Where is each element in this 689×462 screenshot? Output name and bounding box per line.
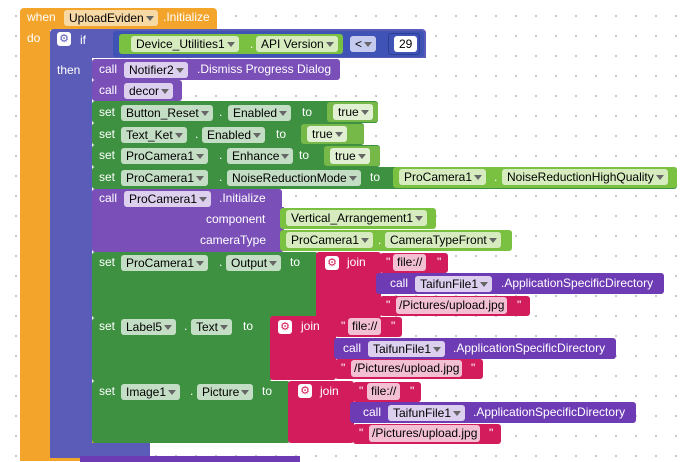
notifier-component-dropdown[interactable]: Notifier2 (124, 62, 188, 78)
enabled-property-dropdown[interactable]: Enabled (202, 127, 266, 143)
set-label: set (99, 127, 116, 141)
component-arg-label: component (206, 212, 266, 226)
string-path-value[interactable]: /Pictures/upload.jpg (396, 297, 508, 314)
api-version-dropdown[interactable]: API Version (256, 36, 338, 52)
to-label: to (276, 127, 287, 141)
join-label: join (301, 319, 320, 333)
set-label: set (99, 384, 116, 398)
event-component-dropdown[interactable]: UploadEviden (64, 10, 158, 26)
string-file-value[interactable]: file:// (348, 318, 382, 335)
event-block-spine (20, 28, 50, 461)
true-value-dropdown[interactable]: true (307, 126, 347, 142)
join-gear-icon[interactable]: ⚙ (325, 256, 339, 270)
camera-type-front-dropdown[interactable]: CameraTypeFront (385, 232, 501, 248)
true-value-dropdown[interactable]: true (333, 104, 373, 120)
taifunfile-component-dropdown[interactable]: TaifunFile1 (388, 405, 466, 421)
when-label: when (27, 10, 56, 24)
call-label: call (363, 405, 382, 419)
noise-quality-dropdown[interactable]: NoiseReductionHighQuality (502, 169, 668, 185)
enhance-property-dropdown[interactable]: Enhance (227, 148, 294, 164)
string-path-value[interactable]: /Pictures/upload.jpg (369, 425, 481, 442)
mutator-gear-icon[interactable]: ⚙ (57, 32, 71, 46)
app-directory-method-label: .ApplicationSpecificDirectory (453, 341, 606, 355)
text-property-dropdown[interactable]: Text (191, 319, 233, 335)
procamera-initialize-body (92, 207, 284, 252)
to-label: to (302, 105, 313, 119)
to-label: to (370, 170, 381, 184)
procedure-decor-dropdown[interactable]: decor (124, 83, 174, 99)
join-label: join (320, 384, 339, 398)
label5-component-dropdown[interactable]: Label5 (121, 319, 177, 335)
procamera-component-dropdown[interactable]: ProCamera1 (121, 255, 209, 271)
text-ket-dropdown[interactable]: Text_Ket (121, 127, 187, 143)
set-label: set (99, 170, 116, 184)
set-label: set (99, 255, 116, 269)
to-label: to (290, 255, 301, 269)
call-label: call (390, 276, 409, 290)
string-path-value[interactable]: /Pictures/upload.jpg (351, 360, 463, 377)
button-reset-dropdown[interactable]: Button_Reset (121, 105, 213, 121)
event-name-label: .Initialize (163, 10, 210, 24)
join-gear-icon[interactable]: ⚙ (298, 384, 312, 398)
taifunfile-component-dropdown[interactable]: TaifunFile1 (415, 276, 493, 292)
to-label: to (262, 384, 273, 398)
bottom-next-block[interactable] (80, 456, 300, 462)
string-file-value[interactable]: file:// (367, 383, 401, 400)
join-label: join (347, 255, 366, 269)
call-label: call (99, 191, 118, 205)
app-directory-method-label: .ApplicationSpecificDirectory (501, 276, 654, 290)
noise-reduction-property-dropdown[interactable]: NoiseReductionMode (227, 170, 361, 186)
to-label: to (243, 319, 254, 333)
procamera-arg-dropdown[interactable]: ProCamera1 (286, 232, 374, 248)
procamera-component-dropdown[interactable]: ProCamera1 (124, 191, 212, 207)
if-block-spine (50, 56, 92, 456)
vertical-arrangement-dropdown[interactable]: Vertical_Arrangement1 (286, 210, 428, 226)
call-label: call (99, 83, 118, 97)
procamera-component-dropdown[interactable]: ProCamera1 (121, 148, 209, 164)
output-property-dropdown[interactable]: Output (226, 255, 282, 271)
device-utilities-dropdown[interactable]: Device_Utilities1 (131, 36, 239, 52)
app-directory-method-label: .ApplicationSpecificDirectory (473, 405, 626, 419)
picture-property-dropdown[interactable]: Picture (197, 384, 254, 400)
number-value-field[interactable]: 29 (394, 36, 418, 52)
then-label: then (57, 63, 81, 77)
procamera-component-dropdown[interactable]: ProCamera1 (121, 170, 209, 186)
if-block-bottom (50, 443, 150, 458)
dismiss-method-label: .Dismiss Progress Dialog (197, 62, 332, 76)
enabled-property-dropdown[interactable]: Enabled (228, 105, 292, 121)
call-label: call (343, 341, 362, 355)
do-label: do (27, 31, 41, 45)
join-gear-icon[interactable]: ⚙ (278, 320, 292, 334)
set-label: set (99, 148, 116, 162)
call-label: call (99, 62, 118, 76)
to-label: to (299, 148, 310, 162)
procamera-value-dropdown[interactable]: ProCamera1 (399, 169, 487, 185)
true-value-dropdown[interactable]: true (330, 148, 370, 164)
cameratype-arg-label: cameraType (200, 233, 267, 247)
taifunfile-component-dropdown[interactable]: TaifunFile1 (368, 341, 446, 357)
if-label: if (80, 33, 86, 47)
compare-operator-dropdown[interactable]: < (350, 36, 377, 52)
set-label: set (99, 105, 116, 119)
set-label: set (99, 319, 116, 333)
string-file-value[interactable]: file:// (393, 254, 427, 271)
initialize-method-label: .Initialize (219, 191, 266, 205)
image1-component-dropdown[interactable]: Image1 (121, 384, 181, 400)
